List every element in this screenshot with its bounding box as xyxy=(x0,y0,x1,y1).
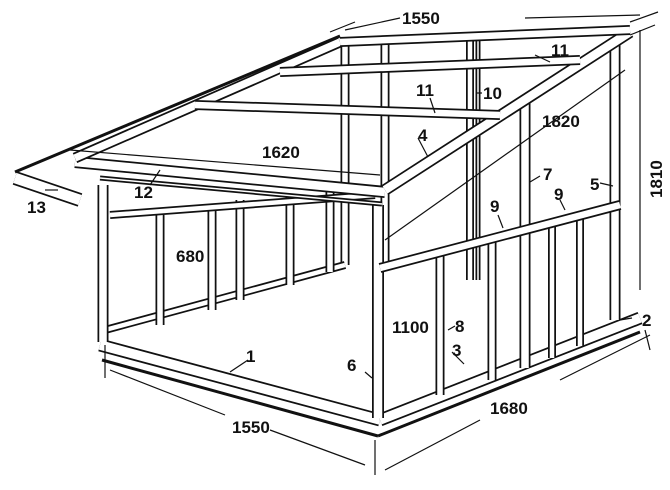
labels: 1550 1550 1680 1810 1820 1620 680 1100 1… xyxy=(27,9,666,437)
leader-5 xyxy=(599,182,614,187)
leader-8 xyxy=(447,325,456,331)
rafter-4 xyxy=(381,26,634,196)
leader-4 xyxy=(417,137,429,158)
dim-tick xyxy=(329,21,356,33)
leader-9a xyxy=(497,214,504,229)
leader-11b xyxy=(429,97,436,114)
dim-line-top xyxy=(344,17,401,31)
leader-6 xyxy=(364,371,373,379)
back-floor-beam xyxy=(103,261,347,334)
leader-lines xyxy=(45,54,633,379)
right-wall-rail-9 xyxy=(378,200,622,273)
dim-top-width: 1550 xyxy=(402,9,440,28)
purlin-11 xyxy=(279,55,581,77)
leader-2 xyxy=(619,317,633,321)
floor-bottom-board xyxy=(101,358,379,438)
label-5: 5 xyxy=(590,175,599,194)
dimension-lines xyxy=(69,11,659,475)
roof-edge-left-outline xyxy=(14,34,341,174)
rafter-4-fill xyxy=(382,28,633,194)
label-3: 3 xyxy=(452,341,461,360)
roof-overhang-13 xyxy=(12,171,83,207)
dim-line-front-beam xyxy=(69,149,381,176)
front-beam-12-lower xyxy=(99,175,383,207)
dim-tick xyxy=(629,24,656,36)
purlin-11-fill xyxy=(194,101,501,119)
rafter-left-fill xyxy=(73,38,342,162)
floor-sill-side-3 xyxy=(377,311,643,427)
top-plate-back-fill xyxy=(339,26,631,46)
back-floor-beam-fill xyxy=(104,262,346,333)
top-plate-back xyxy=(339,25,631,47)
roof-edge-left xyxy=(14,34,341,174)
floor-sill-side-3-fill xyxy=(378,313,642,425)
leader-3 xyxy=(451,351,465,365)
right-wall-rail-9-fill xyxy=(379,201,621,272)
label-11b: 11 xyxy=(416,81,434,100)
label-6: 6 xyxy=(347,356,356,375)
dim-tick xyxy=(644,329,651,351)
label-11a: 11 xyxy=(551,41,569,60)
dim-depth: 1680 xyxy=(490,399,528,418)
dim-tick xyxy=(629,11,659,23)
purlin-11-fill xyxy=(279,56,581,76)
front-beam-12-lower-fill xyxy=(99,177,383,205)
dim-front-beam: 1620 xyxy=(262,143,300,162)
dim-rail: 1100 xyxy=(392,318,429,337)
dim-rafter: 1820 xyxy=(542,112,580,131)
leader-1 xyxy=(229,359,249,373)
dim-line-bottom xyxy=(109,369,226,416)
label-2: 2 xyxy=(642,311,651,330)
label-13: 13 xyxy=(27,198,46,217)
label-9a: 9 xyxy=(490,197,499,216)
label-4: 4 xyxy=(418,126,428,145)
label-8: 8 xyxy=(455,317,464,336)
dim-line-rafter xyxy=(384,69,626,241)
dim-line-depth xyxy=(559,334,651,381)
dim-line-bottom xyxy=(269,429,366,466)
floor-sill-front-1 xyxy=(98,338,382,427)
lumber-members xyxy=(12,25,643,438)
rafter-left xyxy=(72,36,343,164)
label-9b: 9 xyxy=(554,185,563,204)
leader-7 xyxy=(529,175,541,183)
label-12: 12 xyxy=(134,183,153,202)
front-beam-12-fill xyxy=(74,157,386,197)
purlin-11 xyxy=(194,100,501,120)
floor-bottom-board-side xyxy=(377,330,641,438)
leader-12 xyxy=(149,169,161,186)
label-7: 7 xyxy=(543,165,552,184)
dim-height: 1810 xyxy=(647,160,666,198)
leader-9b xyxy=(559,199,566,211)
label-10: 10 xyxy=(483,84,502,103)
leader-11a xyxy=(534,54,551,63)
floor-bottom-board-side-outline xyxy=(377,330,641,438)
dim-bottom-width: 1550 xyxy=(232,418,270,437)
dim-window: 680 xyxy=(176,247,204,266)
front-beam-12 xyxy=(74,156,386,198)
floor-sill-front-1-fill xyxy=(98,340,382,425)
label-1: 1 xyxy=(246,347,255,366)
floor-bottom-board-outline xyxy=(101,358,379,438)
roof-overhang-13-fill xyxy=(13,173,82,205)
dim-line-top xyxy=(524,14,641,19)
dim-line-depth xyxy=(384,419,481,471)
